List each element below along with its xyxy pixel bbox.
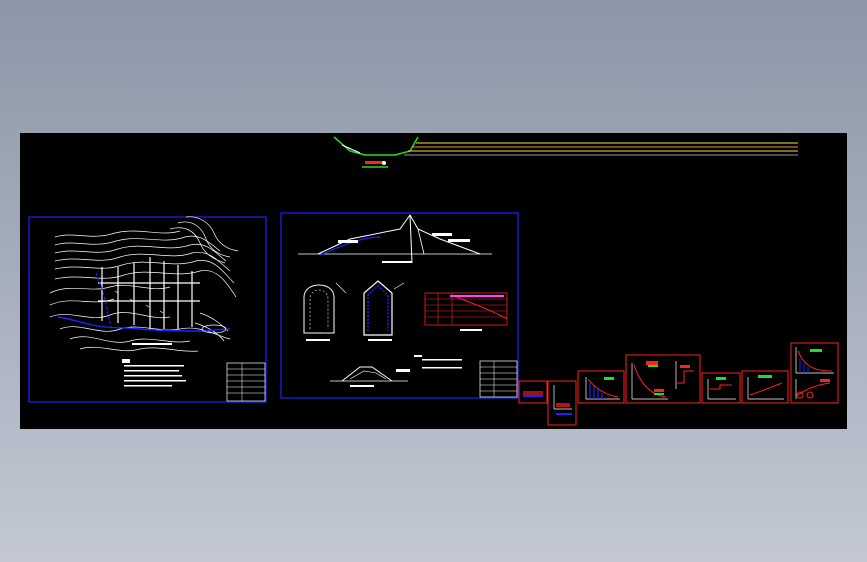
chart-sheet-7[interactable] <box>790 342 839 404</box>
tunnel-section-left <box>303 282 347 341</box>
chart-sheet-1[interactable] <box>518 380 548 404</box>
chart-sheet-4[interactable] <box>625 354 701 404</box>
plan-notes <box>122 343 186 387</box>
chart-sheet-5[interactable] <box>701 372 741 404</box>
small-embankment-section <box>330 366 410 387</box>
chart-sheet-2[interactable] <box>547 380 577 426</box>
chart-sheet-3[interactable] <box>577 370 625 404</box>
small-chart-sheets[interactable] <box>518 342 839 426</box>
cad-drawing-canvas[interactable] <box>20 133 847 429</box>
cad-model-space[interactable] <box>20 133 847 429</box>
section-notes <box>414 355 462 369</box>
topographic-plan-sheet[interactable] <box>28 216 267 403</box>
contour-lines <box>49 216 239 352</box>
tunnel-section-right <box>363 280 405 341</box>
header-channel-profile <box>333 136 798 168</box>
chart-sheet-6[interactable] <box>741 370 789 404</box>
red-hydro-table <box>424 292 508 331</box>
river-line <box>57 316 231 332</box>
section-grid <box>98 257 200 329</box>
section-detail-sheet[interactable] <box>280 212 519 399</box>
dam-profile <box>298 214 492 264</box>
